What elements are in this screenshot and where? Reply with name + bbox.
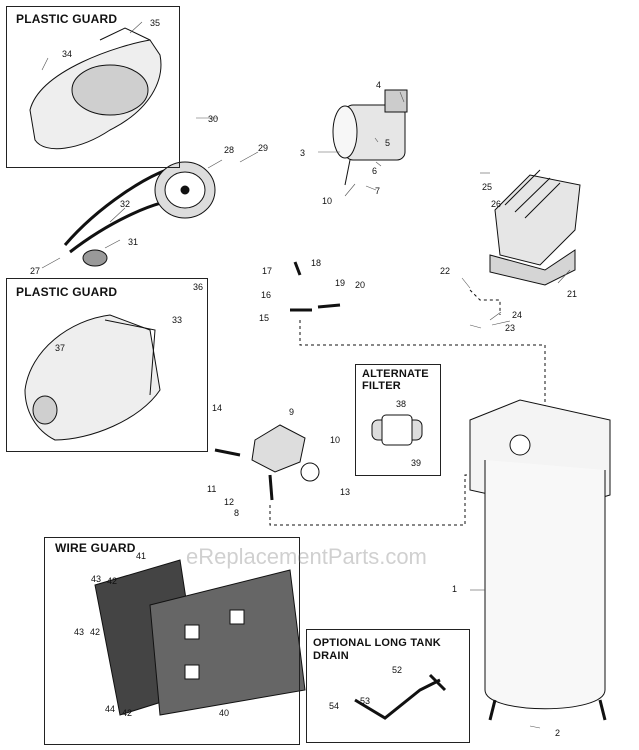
alternate-filter-box bbox=[355, 364, 441, 476]
pressure-switch bbox=[214, 424, 320, 501]
filter bbox=[371, 414, 423, 446]
callout-39: 39 bbox=[411, 458, 422, 468]
callout-30: 30 bbox=[208, 114, 219, 124]
callout-53: 53 bbox=[360, 696, 371, 706]
callout-43b: 43 bbox=[74, 627, 85, 637]
callout-14: 14 bbox=[212, 403, 223, 413]
callout-28: 28 bbox=[224, 145, 235, 155]
callout-10b: 10 bbox=[330, 435, 341, 445]
callout-18: 18 bbox=[311, 258, 322, 268]
callout-54: 54 bbox=[329, 701, 340, 711]
callout-4: 4 bbox=[376, 80, 382, 90]
callout-32: 32 bbox=[120, 199, 131, 209]
callout-20: 20 bbox=[355, 280, 366, 290]
callout-40: 40 bbox=[219, 708, 230, 718]
watermark: eReplacementParts.com bbox=[186, 544, 427, 569]
callout-26: 26 bbox=[491, 199, 502, 209]
callout-29: 29 bbox=[258, 143, 269, 153]
check-valve bbox=[290, 261, 341, 312]
callout-3: 3 bbox=[300, 148, 306, 158]
plastic-guard-mid-title: PLASTIC GUARD bbox=[16, 285, 118, 299]
callout-22: 22 bbox=[440, 266, 451, 276]
callout-13: 13 bbox=[340, 487, 351, 497]
belt-guard-mid bbox=[24, 314, 161, 441]
plastic-guard-top-title: PLASTIC GUARD bbox=[16, 12, 118, 26]
air-lines bbox=[269, 289, 546, 526]
callout-42a: 42 bbox=[107, 576, 118, 586]
callout-23: 23 bbox=[505, 323, 516, 333]
callout-21: 21 bbox=[567, 289, 578, 299]
callout-2: 2 bbox=[555, 728, 561, 738]
callout-1: 1 bbox=[452, 584, 458, 594]
callout-42c: 42 bbox=[122, 708, 133, 718]
long-tank-drain-box bbox=[306, 629, 470, 743]
air-tank bbox=[469, 399, 611, 721]
callout-33: 33 bbox=[172, 315, 183, 325]
callout-6: 6 bbox=[372, 166, 378, 176]
callout-27: 27 bbox=[30, 266, 41, 276]
callout-8: 8 bbox=[234, 508, 240, 518]
alternate-filter-title: ALTERNATE FILTER bbox=[362, 368, 429, 392]
callout-37: 37 bbox=[55, 343, 66, 353]
tank-drain bbox=[354, 673, 447, 720]
callout-12: 12 bbox=[224, 497, 235, 507]
plastic-guard-mid-box bbox=[6, 278, 208, 452]
callout-9: 9 bbox=[289, 407, 295, 417]
pump-head bbox=[489, 169, 581, 286]
callout-24: 24 bbox=[512, 310, 523, 320]
wire-guard-box bbox=[44, 537, 300, 745]
callout-35: 35 bbox=[150, 18, 161, 28]
plastic-guard-top-box bbox=[6, 6, 180, 168]
callout-41: 41 bbox=[136, 551, 147, 561]
belt-and-pulley bbox=[63, 161, 216, 267]
callout-38: 38 bbox=[396, 399, 407, 409]
belt-guard-top bbox=[29, 27, 162, 150]
callout-34: 34 bbox=[62, 49, 73, 59]
callout-5: 5 bbox=[385, 138, 391, 148]
callout-43a: 43 bbox=[91, 574, 102, 584]
callout-16: 16 bbox=[261, 290, 272, 300]
callout-11: 11 bbox=[207, 484, 217, 494]
long-tank-drain-title: OPTIONAL LONG TANK DRAIN bbox=[313, 637, 441, 662]
motor bbox=[332, 89, 408, 186]
callout-25: 25 bbox=[482, 182, 493, 192]
callout-15: 15 bbox=[259, 313, 270, 323]
callout-52: 52 bbox=[392, 665, 403, 675]
leader-lines bbox=[41, 21, 571, 729]
callout-36: 36 bbox=[193, 282, 204, 292]
callout-19: 19 bbox=[335, 278, 346, 288]
callout-42b: 42 bbox=[90, 627, 101, 637]
callout-44: 44 bbox=[105, 704, 116, 714]
callout-7: 7 bbox=[375, 186, 381, 196]
callout-10a: 10 bbox=[322, 196, 333, 206]
wire-guard-title: WIRE GUARD bbox=[55, 541, 136, 555]
callout-17: 17 bbox=[262, 266, 273, 276]
callout-31: 31 bbox=[128, 237, 139, 247]
wire-guard-panels bbox=[94, 559, 306, 716]
